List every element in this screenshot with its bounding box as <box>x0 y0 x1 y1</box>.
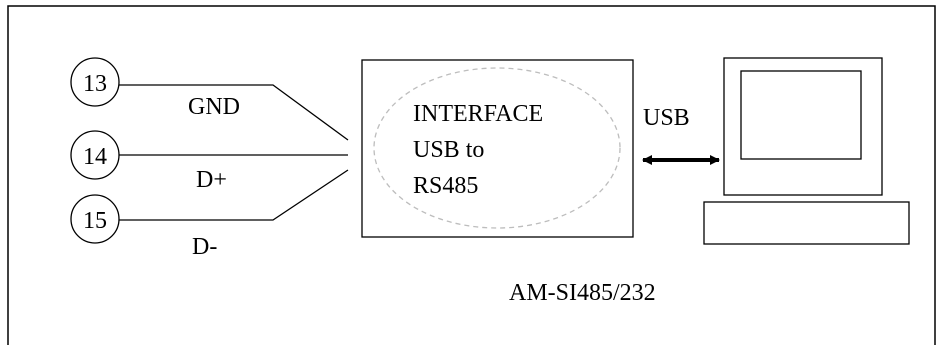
terminal-15: 15 <box>70 194 120 244</box>
computer-base <box>703 201 910 245</box>
interface-line-1: INTERFACE <box>413 101 543 127</box>
interface-ellipse <box>373 67 621 229</box>
usb-label: USB <box>643 105 690 131</box>
monitor-screen <box>740 70 862 160</box>
terminal-number: 15 <box>83 208 107 234</box>
signal-label-d-minus: D- <box>192 234 217 260</box>
terminal-13: 13 <box>70 57 120 107</box>
computer-icon <box>703 57 910 245</box>
interface-box: INTERFACE USB to RS485 <box>361 59 634 238</box>
wire-gnd <box>119 84 349 141</box>
signal-label-gnd: GND <box>188 94 240 120</box>
interface-rect <box>361 59 634 238</box>
terminal-circle <box>70 194 120 244</box>
terminal-number: 13 <box>83 71 107 97</box>
model-label: AM-SI485/232 <box>509 280 656 306</box>
terminal-circle <box>70 57 120 107</box>
interface-line-2: USB to <box>413 137 484 163</box>
terminal-number: 14 <box>83 144 107 170</box>
terminal-14: 14 <box>70 130 120 180</box>
signal-label-d-plus: D+ <box>196 167 227 193</box>
wire-d-minus <box>119 169 349 221</box>
outer-frame <box>7 5 936 345</box>
interface-line-3: RS485 <box>413 173 478 199</box>
